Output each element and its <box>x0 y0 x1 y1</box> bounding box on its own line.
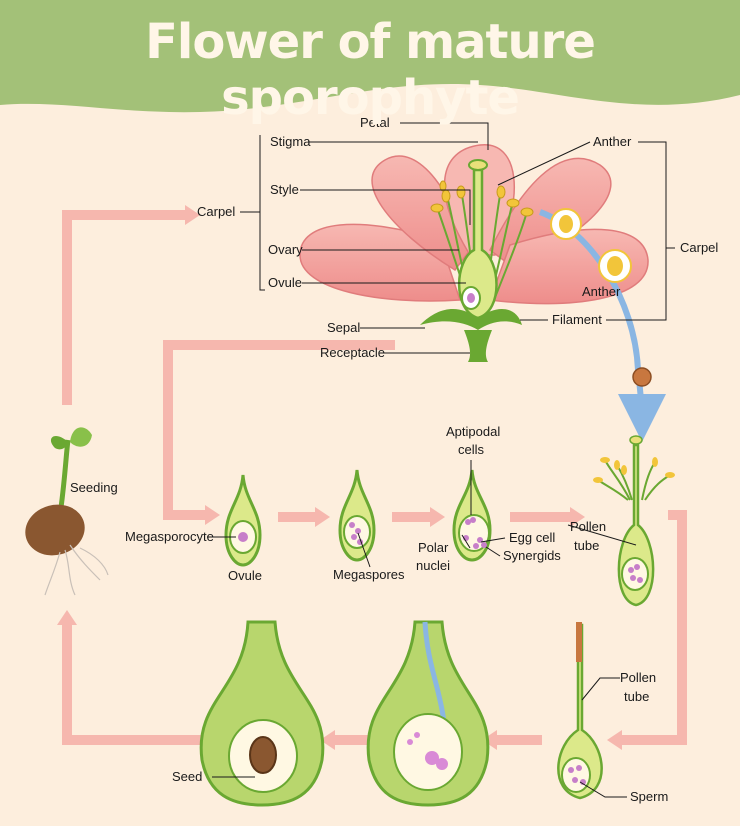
seed-ovule <box>199 620 325 807</box>
flower <box>299 144 649 362</box>
label-pollen-tube-2a: Pollen <box>620 670 656 685</box>
pollen-grain <box>632 367 652 387</box>
label-ovary: Ovary <box>268 242 303 257</box>
label-carpel-left: Carpel <box>197 204 235 219</box>
label-polar-1: Polar <box>418 540 449 555</box>
label-receptacle: Receptacle <box>320 345 385 360</box>
label-filament: Filament <box>552 312 602 327</box>
label-synergids: Synergids <box>503 548 561 563</box>
seed-embryo <box>249 736 277 774</box>
label-sepal: Sepal <box>327 320 360 335</box>
sepals <box>420 308 522 330</box>
label-pollen-tube-2b: tube <box>624 689 649 704</box>
label-megasporocyte: Megasporocyte <box>125 529 214 544</box>
label-stigma: Stigma <box>270 134 311 149</box>
labels: Stigma Petal Anther Style Carpel Carpel … <box>70 115 718 804</box>
label-seed: Seed <box>172 769 202 784</box>
label-seeding: Seeding <box>70 480 118 495</box>
arrow-seeding-to-carpel <box>62 210 185 405</box>
label-pollen-tube-1a: Pollen <box>570 519 606 534</box>
label-sperm: Sperm <box>630 789 668 804</box>
label-ovule: Ovule <box>228 568 262 583</box>
header-band <box>0 0 740 113</box>
label-anther-top: Anther <box>593 134 632 149</box>
label-pollen-tube-1b: tube <box>574 538 599 553</box>
label-carpel-right: Carpel <box>680 240 718 255</box>
arrow-pollen-down <box>622 510 687 745</box>
ovule-stage-2 <box>338 469 376 562</box>
ovule-stage-3 <box>452 469 492 562</box>
arrow-receptacle-to-ovule <box>163 340 395 520</box>
label-antipodal-2: cells <box>458 442 485 457</box>
pollinated-pistil <box>593 435 675 607</box>
label-polar-2: nuclei <box>416 558 450 573</box>
ovule-stage-1 <box>224 474 262 567</box>
cycle-arrowheads <box>57 205 622 750</box>
arrow-seed-to-seeding <box>62 625 203 745</box>
seedling <box>25 427 109 596</box>
page-title: Flower of mature sporophyte <box>145 14 596 126</box>
label-megaspores: Megaspores <box>333 567 405 582</box>
label-style: Style <box>270 182 299 197</box>
fertilized-ovule <box>366 620 490 807</box>
label-ovule-flower: Ovule <box>268 275 302 290</box>
fertilization-stage <box>557 622 603 800</box>
label-anther-mid: Anther <box>582 284 621 299</box>
leader-lines <box>207 122 675 798</box>
cycle-arrows <box>62 210 687 745</box>
label-egg-cell: Egg cell <box>509 530 555 545</box>
pollen-path <box>538 208 666 442</box>
label-antipodal-1: Aptipodal <box>446 424 500 439</box>
label-petal: Petal <box>360 115 390 130</box>
receptacle <box>464 330 492 362</box>
